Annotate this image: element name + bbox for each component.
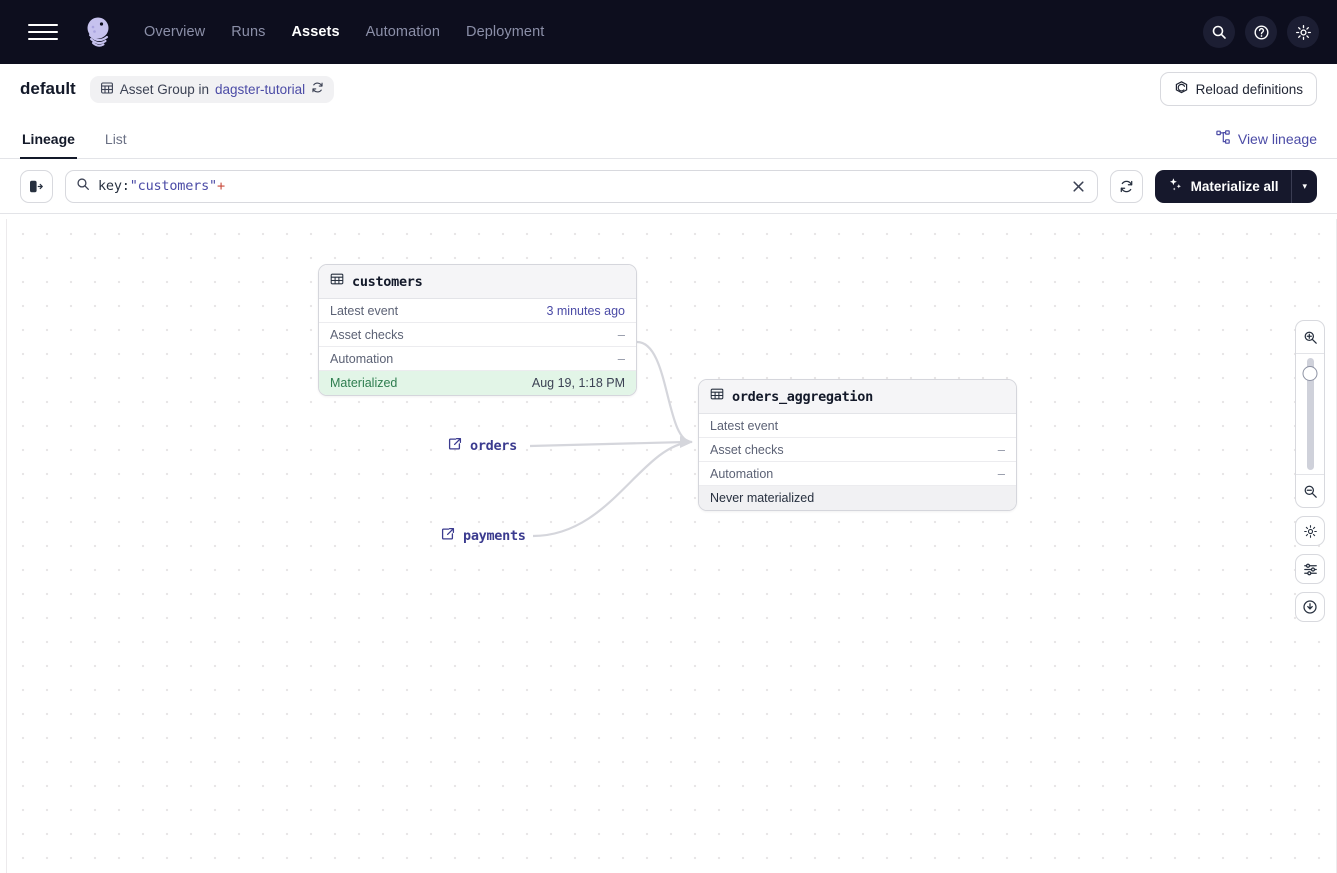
close-icon[interactable]	[1069, 176, 1089, 196]
graph-edges	[529, 340, 693, 538]
row-value: –	[997, 442, 1005, 457]
zoom-slider-group	[1295, 320, 1325, 508]
asset-node-customers[interactable]: customers Latest event 3 minutes ago Ass…	[318, 264, 637, 396]
zoom-slider[interactable]	[1296, 354, 1324, 474]
materialize-divider	[1291, 169, 1293, 203]
status-label: Materialized	[330, 376, 398, 390]
materialize-all-label: Materialize all	[1190, 178, 1279, 194]
graph-filters-sliders-icon[interactable]	[1295, 554, 1325, 584]
top-navigation-bar: Overview Runs Assets Automation Deployme…	[0, 0, 1337, 64]
asset-node-row-automation: Automation –	[319, 347, 636, 371]
query-key: key:	[98, 178, 130, 194]
nav-link-runs[interactable]: Runs	[231, 24, 266, 40]
lineage-graph-canvas[interactable]: customers Latest event 3 minutes ago Ass…	[0, 219, 1337, 873]
chevron-down-icon[interactable]: ▾	[1302, 180, 1307, 191]
zoom-slider-track	[1306, 358, 1314, 470]
row-label: Automation	[710, 466, 774, 481]
row-value: –	[997, 466, 1005, 481]
row-label: Latest event	[710, 418, 779, 433]
query-operator: +	[216, 178, 225, 194]
row-value: –	[617, 351, 625, 366]
asset-node-row-latest-event: Latest event	[699, 414, 1016, 438]
asset-node-row-asset-checks: Asset checks –	[699, 438, 1016, 462]
expand-sidebar-icon[interactable]	[20, 169, 53, 203]
table-icon	[330, 272, 344, 291]
divider	[1296, 474, 1324, 475]
asset-node-status-never-materialized: Never materialized	[699, 486, 1016, 510]
asset-node-orders-aggregation[interactable]: orders_aggregation Latest event Asset ch…	[698, 379, 1017, 511]
row-value[interactable]: 3 minutes ago	[546, 303, 625, 318]
zoom-slider-handle[interactable]	[1302, 366, 1318, 381]
row-value: –	[617, 327, 625, 342]
asset-node-header: customers	[319, 265, 636, 299]
dagster-logo[interactable]	[78, 12, 118, 52]
view-lineage-label: View lineage	[1237, 131, 1317, 147]
graph-toolbar: key:"customers"+ Materialize all	[0, 159, 1337, 214]
graph-settings-gear-icon[interactable]	[1295, 516, 1325, 546]
asset-node-row-automation: Automation –	[699, 462, 1016, 486]
reload-icon[interactable]	[311, 81, 324, 97]
nav-action-icons	[1203, 0, 1319, 64]
nav-link-deployment[interactable]: Deployment	[466, 24, 545, 40]
page-title: default	[20, 79, 76, 98]
tab-bar: Lineage List View lineage	[0, 114, 1337, 159]
hamburger-icon[interactable]	[28, 17, 58, 47]
asset-search-input[interactable]: key:"customers"+	[65, 169, 1098, 203]
lineage-graph-icon	[1216, 130, 1231, 148]
external-asset-orders[interactable]: orders	[448, 437, 517, 455]
asset-node-title: orders_aggregation	[732, 388, 873, 405]
external-asset-label: payments	[463, 528, 526, 544]
help-icon[interactable]	[1245, 16, 1277, 48]
zoom-in-icon[interactable]	[1296, 321, 1324, 353]
materialize-all-button[interactable]: Materialize all ▾	[1154, 169, 1317, 203]
row-label: Automation	[330, 351, 394, 366]
asset-node-row-latest-event: Latest event 3 minutes ago	[319, 299, 636, 323]
zoom-controls	[1295, 320, 1325, 622]
view-lineage-link[interactable]: View lineage	[1216, 130, 1317, 148]
external-asset-label: orders	[470, 438, 517, 454]
asset-group-icon	[100, 81, 114, 98]
nav-link-overview[interactable]: Overview	[144, 24, 206, 40]
search-icon[interactable]	[1203, 16, 1235, 48]
asset-group-badge[interactable]: Asset Group in dagster-tutorial	[89, 75, 335, 103]
reload-definitions-label: Reload definitions	[1195, 81, 1303, 97]
main-nav-links: Overview Runs Assets Automation Deployme…	[144, 24, 544, 40]
external-link-icon	[441, 527, 455, 545]
asset-node-title: customers	[352, 273, 423, 290]
row-label: Asset checks	[710, 442, 784, 457]
nav-link-assets[interactable]: Assets	[291, 24, 340, 40]
zoom-to-fit-icon[interactable]	[1295, 592, 1325, 622]
nav-link-automation[interactable]: Automation	[365, 24, 441, 40]
gear-icon[interactable]	[1287, 16, 1319, 48]
refresh-icon[interactable]	[1109, 169, 1143, 203]
row-label: Asset checks	[330, 327, 404, 342]
row-label: Latest event	[330, 303, 399, 318]
zoom-out-icon[interactable]	[1296, 475, 1324, 507]
reload-definitions-button[interactable]: Reload definitions	[1159, 72, 1317, 106]
search-icon	[76, 177, 90, 196]
status-timestamp: Aug 19, 1:18 PM	[531, 376, 625, 390]
status-label: Never materialized	[710, 491, 815, 505]
sparkle-icon	[1168, 177, 1183, 195]
query-value: "customers"	[129, 178, 217, 194]
divider	[1296, 353, 1324, 354]
search-query-text: key:"customers"+	[98, 178, 225, 194]
table-icon	[710, 387, 724, 406]
asset-node-row-asset-checks: Asset checks –	[319, 323, 636, 347]
code-location-link[interactable]: dagster-tutorial	[215, 81, 306, 97]
tab-lineage[interactable]: Lineage	[20, 131, 77, 159]
tab-list[interactable]: List	[104, 131, 127, 147]
asset-node-header: orders_aggregation	[699, 380, 1016, 414]
breadcrumb-bar: default Asset Group in dagster-tutorial	[0, 64, 1337, 114]
canvas-left-divider	[6, 219, 7, 873]
external-link-icon	[448, 437, 462, 455]
asset-node-status-materialized: Materialized Aug 19, 1:18 PM	[319, 371, 636, 395]
external-asset-payments[interactable]: payments	[441, 527, 526, 545]
reload-definitions-icon	[1174, 80, 1189, 98]
asset-group-badge-prefix: Asset Group in	[119, 81, 210, 97]
